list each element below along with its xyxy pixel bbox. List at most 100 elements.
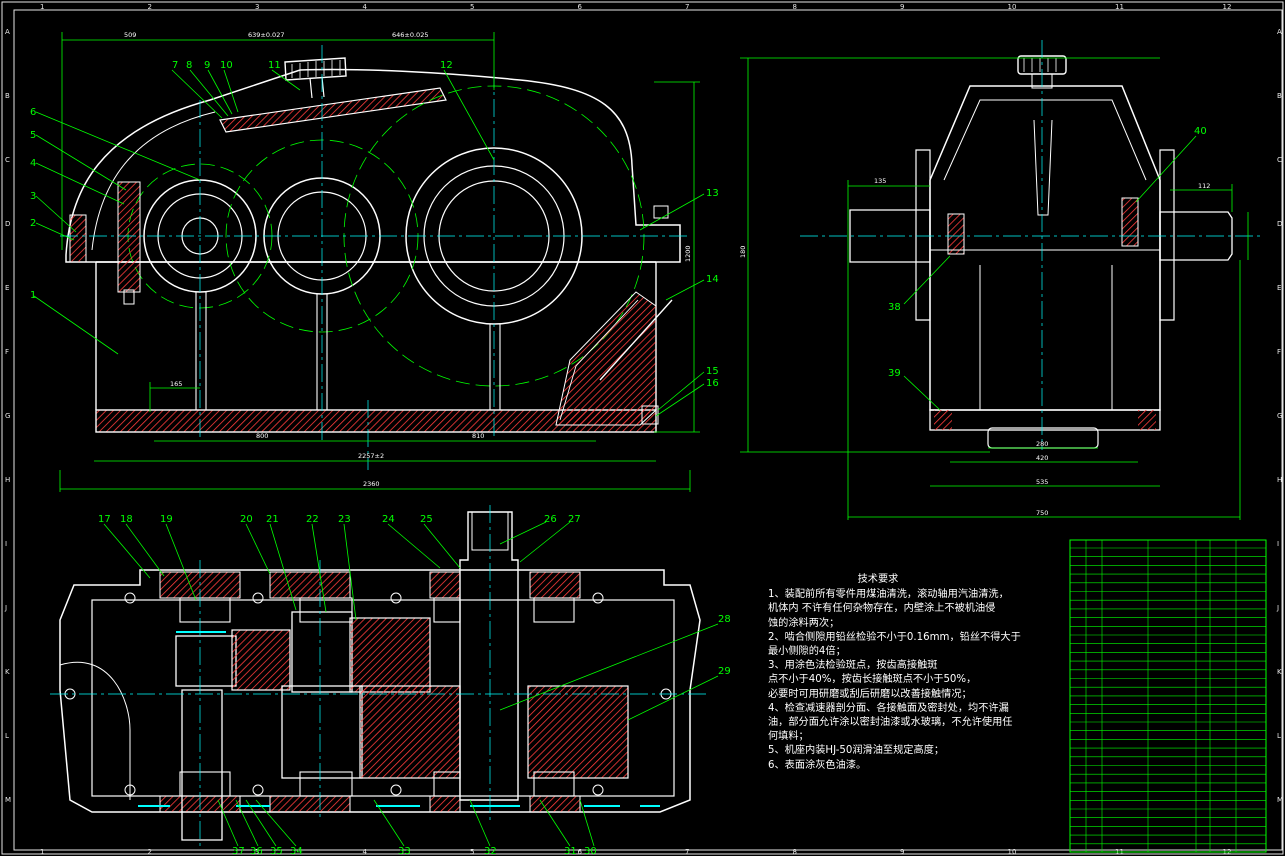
part-number-5: 5 — [30, 130, 36, 141]
row-label-C: C — [5, 156, 10, 164]
row-label-D: D — [5, 220, 10, 228]
dim-535: 535 — [1036, 478, 1048, 486]
column-label-bottom-4: 4 — [363, 848, 368, 856]
row-label-right-E: E — [1277, 284, 1281, 292]
part-number-32: 32 — [484, 846, 497, 856]
row-label-M: M — [5, 796, 11, 804]
part-number-35: 35 — [270, 846, 283, 856]
dim-646: 646±0.025 — [392, 31, 428, 39]
dim-750: 750 — [1036, 509, 1048, 517]
row-label-right-C: C — [1277, 156, 1282, 164]
tech-line: 机体内 不许有任何杂物存在，内壁涂上不被机油侵 — [768, 603, 996, 615]
tech-line: 必要时可用研磨或刮后研磨以改善接触情况； — [768, 688, 972, 700]
part-number-27: 27 — [568, 514, 581, 525]
row-label-right-J: J — [1276, 604, 1279, 612]
part-number-34: 34 — [290, 846, 303, 856]
part-number-7: 7 — [172, 60, 178, 71]
column-label-bottom-10: 10 — [1008, 848, 1017, 856]
row-label-G: G — [5, 412, 10, 420]
part-number-40: 40 — [1194, 126, 1207, 137]
part-number-13: 13 — [706, 188, 719, 199]
column-label-bottom-7: 7 — [685, 848, 689, 856]
column-label-6: 6 — [578, 3, 583, 11]
row-label-B: B — [5, 92, 10, 100]
part-number-26: 26 — [544, 514, 557, 525]
column-label-bottom-5: 5 — [470, 848, 474, 856]
tech-line: 5、机座内装HJ-50润滑油至规定高度； — [768, 745, 945, 757]
dim-1200: 1200 — [684, 245, 692, 262]
column-label-bottom-1: 1 — [40, 848, 44, 856]
dim-180: 180 — [739, 246, 747, 258]
tech-line: 4、检查减速器剖分面、各接触面及密封处，均不许漏 — [768, 702, 1009, 714]
column-label-7: 7 — [685, 3, 689, 11]
row-label-A: A — [5, 28, 10, 36]
dim-639: 639±0.027 — [248, 31, 284, 39]
parts-list-table — [1069, 539, 1267, 853]
part-number-14: 14 — [706, 274, 719, 285]
row-label-right-G: G — [1277, 412, 1282, 420]
tech-line: 蚀的涂料两次； — [768, 617, 840, 629]
column-label-9: 9 — [900, 3, 904, 11]
part-number-28: 28 — [718, 614, 731, 625]
tech-line: 最小侧隙的4倍； — [768, 646, 846, 658]
dim-112: 112 — [1198, 182, 1210, 190]
tech-line: 何填料； — [768, 731, 809, 743]
technical-requirements: 技术要求 1、装配前所有零件用煤油清洗，滚动轴用汽油清洗， 机体内 不许有任何杂物… — [768, 573, 1068, 773]
part-number-18: 18 — [120, 514, 133, 525]
dim-420: 420 — [1036, 454, 1048, 462]
part-number-8: 8 — [186, 60, 192, 71]
part-number-38: 38 — [888, 302, 901, 313]
column-label-bottom-9: 9 — [900, 848, 904, 856]
dim-509: 509 — [124, 31, 136, 39]
side-view — [740, 40, 1260, 520]
part-number-29: 29 — [718, 666, 731, 677]
part-number-17: 17 — [98, 514, 111, 525]
part-number-36: 36 — [250, 846, 263, 856]
row-label-right-L: L — [1277, 732, 1281, 740]
part-number-6: 6 — [30, 107, 36, 118]
part-number-10: 10 — [220, 60, 233, 71]
part-number-21: 21 — [266, 514, 279, 525]
column-label-8: 8 — [793, 3, 797, 11]
plan-view — [50, 505, 719, 850]
part-number-1: 1 — [30, 290, 36, 301]
column-label-4: 4 — [363, 3, 368, 11]
row-label-K: K — [5, 668, 10, 676]
column-label-2: 2 — [148, 3, 152, 11]
part-number-33: 33 — [398, 846, 411, 856]
dim-800: 800 — [256, 432, 268, 440]
tech-line: 2、啮合侧隙用铅丝检验不小于0.16mm，铅丝不得大于 — [768, 631, 1021, 643]
part-number-22: 22 — [306, 514, 319, 525]
dim-135: 135 — [874, 177, 886, 185]
row-label-right-K: K — [1277, 668, 1282, 676]
row-label-right-M: M — [1277, 796, 1283, 804]
row-label-right-A: A — [1277, 28, 1282, 36]
row-label-L: L — [5, 732, 9, 740]
part-number-11: 11 — [268, 60, 281, 71]
row-label-right-D: D — [1277, 220, 1282, 228]
dim-165: 165 — [170, 380, 182, 388]
side-view-part-numbers: 38 39 40 — [888, 126, 1207, 379]
part-number-25: 25 — [420, 514, 433, 525]
tech-line: 1、装配前所有零件用煤油清洗，滚动轴用汽油清洗， — [768, 589, 1009, 601]
part-number-16: 16 — [706, 378, 719, 389]
column-label-bottom-8: 8 — [793, 848, 797, 856]
column-label-bottom-6: 6 — [578, 848, 583, 856]
part-number-3: 3 — [30, 191, 36, 202]
part-number-20: 20 — [240, 514, 253, 525]
dim-280: 280 — [1036, 440, 1048, 448]
dim-2257: 2257±2 — [358, 452, 384, 460]
part-number-23: 23 — [338, 514, 351, 525]
part-number-19: 19 — [160, 514, 173, 525]
row-label-E: E — [5, 284, 9, 292]
column-label-3: 3 — [255, 3, 259, 11]
column-label-1: 1 — [40, 3, 44, 11]
tech-line: 点不小于40%，按齿长接触斑点不小于50%， — [768, 674, 977, 686]
tech-title: 技术要求 — [857, 574, 899, 585]
part-number-39: 39 — [888, 368, 901, 379]
column-label-bottom-2: 2 — [148, 848, 152, 856]
part-number-37: 37 — [232, 846, 245, 856]
part-number-2: 2 — [30, 218, 36, 229]
